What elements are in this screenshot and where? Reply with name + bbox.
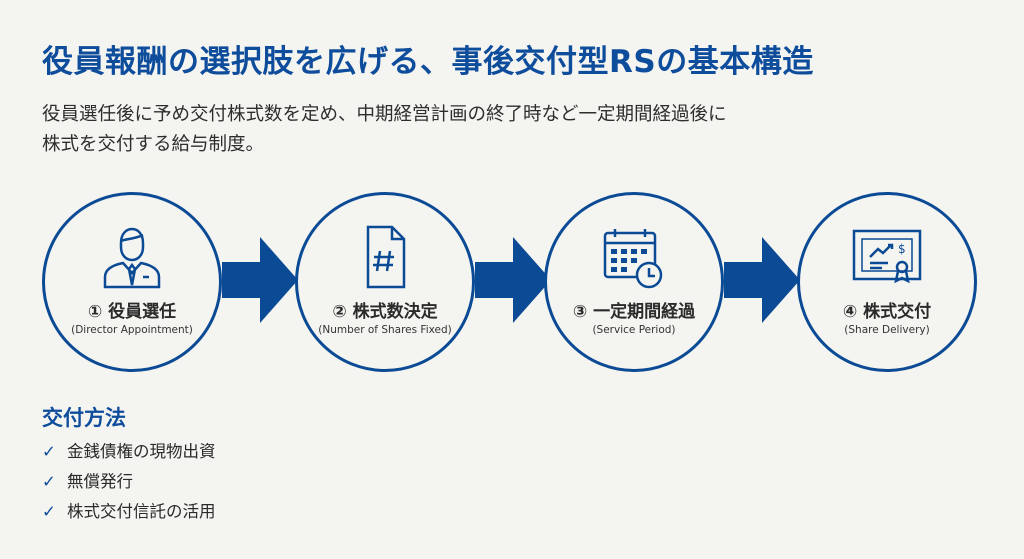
- page-title: 役員報酬の選択肢を広げる、事後交付型RSの基本構造: [42, 44, 814, 80]
- person-icon: [103, 227, 161, 289]
- step-service-period: ③ 一定期間経過 (Service Period): [544, 192, 724, 372]
- description-line-1: 役員選任後に予め交付株式数を定め、中期経営計画の終了時など一定期間経過後に: [42, 104, 727, 125]
- method-item: ✓ 無償発行: [42, 468, 133, 492]
- step-sublabel: (Director Appointment): [71, 324, 193, 336]
- step-label: ③ 一定期間経過: [572, 302, 696, 322]
- step-sublabel: (Service Period): [592, 324, 676, 336]
- step-share-delivery: $ ④ 株式交付 (Share Delivery): [797, 192, 977, 372]
- step-label: ② 株式数決定: [332, 302, 438, 322]
- methods-heading: 交付方法: [42, 406, 126, 430]
- step-director-appointment: ① 役員選任 (Director Appointment): [42, 192, 222, 372]
- method-item-label: 無償発行: [67, 472, 133, 491]
- svg-text:$: $: [898, 242, 906, 256]
- check-icon: ✓: [42, 502, 56, 521]
- check-icon: ✓: [42, 442, 56, 461]
- document-hash-icon: [366, 225, 406, 289]
- description: 役員選任後に予め交付株式数を定め、中期経営計画の終了時など一定期間経過後に 株式…: [42, 100, 727, 160]
- step-label: ④ 株式交付: [842, 302, 932, 322]
- step-sublabel: (Number of Shares Fixed): [318, 324, 452, 336]
- arrow-right-icon: [222, 237, 298, 323]
- method-item-label: 株式交付信託の活用: [67, 502, 216, 521]
- calendar-clock-icon: [603, 229, 663, 289]
- description-line-2: 株式を交付する給与制度。: [42, 134, 265, 155]
- step-sublabel: (Share Delivery): [844, 324, 930, 336]
- certificate-icon: $: [852, 229, 922, 284]
- arrow-right-icon: [475, 237, 551, 323]
- step-number-of-shares: ② 株式数決定 (Number of Shares Fixed): [295, 192, 475, 372]
- step-label: ① 役員選任: [87, 302, 177, 322]
- arrow-right-icon: [724, 237, 800, 323]
- method-item-label: 金銭債権の現物出資: [67, 442, 216, 461]
- check-icon: ✓: [42, 472, 56, 491]
- method-item: ✓ 金銭債権の現物出資: [42, 438, 216, 462]
- method-item: ✓ 株式交付信託の活用: [42, 498, 216, 522]
